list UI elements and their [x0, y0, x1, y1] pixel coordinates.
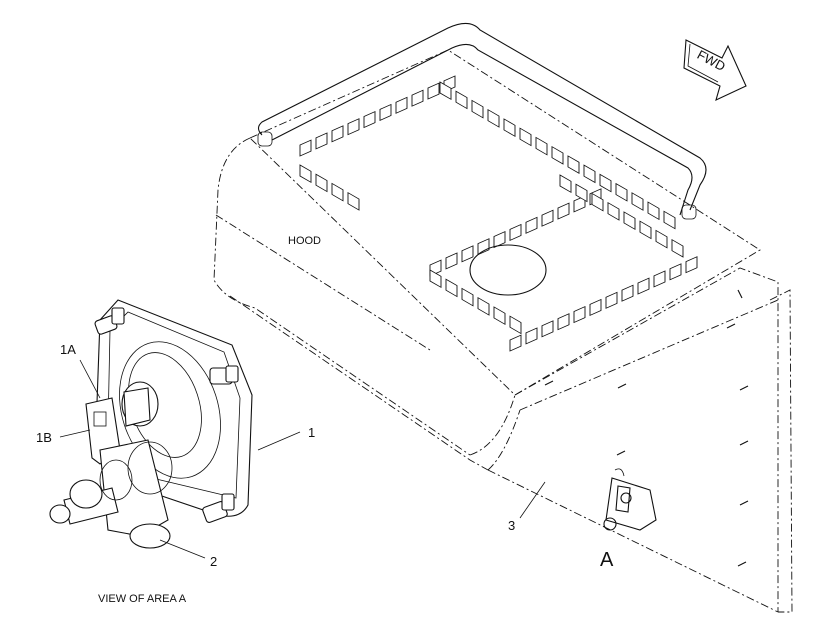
grab-handle-inner	[271, 43, 693, 216]
hood-right-edge	[514, 267, 779, 612]
callout-2: 2	[210, 554, 217, 569]
grab-handle-outer	[257, 22, 707, 211]
side-panel-slots	[544, 289, 749, 567]
leader-3	[519, 481, 546, 519]
callout-leaders	[59, 359, 546, 559]
hood-bottom-edge	[229, 295, 489, 471]
hood-center-opening	[469, 244, 547, 296]
hood-side-bottom	[487, 469, 779, 613]
mounting-stud-bottom	[202, 493, 235, 523]
hood-front-lip-inner	[487, 409, 521, 471]
mount-bracket	[49, 439, 173, 549]
hood-side-thickness	[769, 289, 793, 613]
grab-handle-foot-right	[681, 204, 697, 220]
hood-top-deck	[249, 49, 761, 396]
mounting-stud-right	[209, 365, 239, 385]
hood-front-face	[213, 137, 471, 456]
leader-1	[257, 431, 301, 451]
leader-1b	[59, 429, 91, 438]
mounting-stud-top	[94, 307, 125, 335]
callout-1: 1	[308, 425, 315, 440]
leader-1a	[79, 359, 101, 399]
hood-assembly	[213, 22, 793, 613]
view-caption: VIEW OF AREA A	[98, 593, 187, 605]
fwd-arrow-icon: FWD	[683, 39, 747, 102]
lamp-lens	[119, 341, 221, 479]
hood-front-lip	[469, 394, 516, 456]
area-a-label: A	[600, 549, 614, 571]
callout-1a: 1A	[60, 342, 76, 357]
grille-squares	[299, 75, 698, 352]
hood-right-lower-edge	[519, 299, 779, 411]
hood-latch-bracket	[603, 468, 657, 531]
leader-2	[159, 539, 206, 559]
grab-handle-foot-left	[257, 131, 273, 147]
callout-3: 3	[508, 518, 515, 533]
callout-1b: 1B	[36, 430, 52, 445]
hood-label: HOOD	[288, 235, 321, 247]
lamp-detail	[49, 299, 253, 549]
switch-knob	[121, 381, 159, 427]
hood-face-edge	[215, 214, 431, 351]
